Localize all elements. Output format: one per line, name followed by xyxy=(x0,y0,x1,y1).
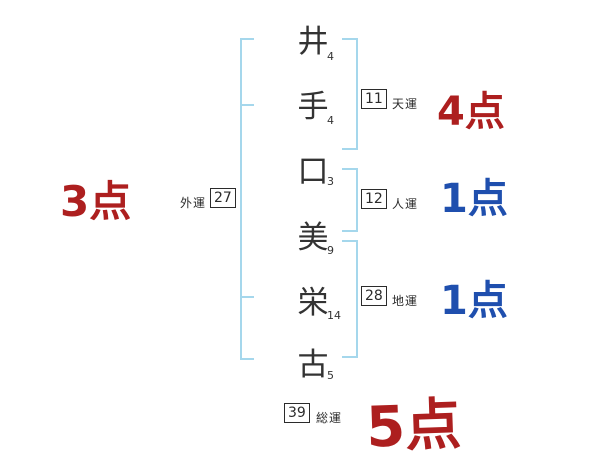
stroke-count-1: 4 xyxy=(327,50,334,63)
chiun-bracket-tick-top xyxy=(342,240,356,242)
tenun-label: 天運 xyxy=(392,97,419,111)
jinun-label: 人運 xyxy=(392,197,419,211)
jinun-value-box: 12 xyxy=(361,189,387,209)
name-char-2: 手 xyxy=(297,89,329,125)
gaiun-value-box: 27 xyxy=(210,188,236,208)
name-char-5: 栄 xyxy=(297,285,329,321)
jinun-bracket-tick-bottom xyxy=(342,230,356,232)
gaiun-bracket-tick-mid2 xyxy=(240,296,254,298)
gaiun-bracket-tick-bottom xyxy=(240,358,254,360)
name-char-1: 井 xyxy=(297,24,329,60)
stroke-count-5: 14 xyxy=(327,309,341,322)
stroke-count-4: 9 xyxy=(327,244,334,257)
chiun-value-box: 28 xyxy=(361,286,387,306)
soun-label: 総運 xyxy=(316,411,343,425)
gaiun-bracket-tick-mid1 xyxy=(240,104,254,106)
tenun-bracket-line xyxy=(356,38,358,150)
name-char-6: 古 xyxy=(297,347,329,383)
gaiun-bracket-line xyxy=(240,38,242,360)
chiun-bracket-tick-bottom xyxy=(342,356,356,358)
gaiun-score: 3点 xyxy=(60,177,132,226)
gaiun-bracket-tick-top xyxy=(240,38,254,40)
name-char-3: 口 xyxy=(297,154,329,190)
soun-score: 5点 xyxy=(365,392,463,461)
stroke-count-6: 5 xyxy=(327,369,334,382)
soun-value-box: 39 xyxy=(284,403,310,423)
tenun-value-box: 11 xyxy=(361,89,387,109)
tenun-score: 4点 xyxy=(437,89,505,135)
jinun-score: 1点 xyxy=(440,176,508,222)
stroke-count-3: 3 xyxy=(327,175,334,188)
gaiun-label: 外運 xyxy=(180,196,207,210)
chiun-label: 地運 xyxy=(392,294,419,308)
tenun-bracket-tick-bottom xyxy=(342,148,356,150)
name-char-4: 美 xyxy=(297,220,329,256)
jinun-bracket-tick-top xyxy=(342,168,356,170)
tenun-bracket-tick-top xyxy=(342,38,356,40)
stroke-count-2: 4 xyxy=(327,114,334,127)
chiun-score: 1点 xyxy=(440,278,508,324)
jinun-bracket-line xyxy=(356,168,358,232)
chiun-bracket-line xyxy=(356,240,358,358)
